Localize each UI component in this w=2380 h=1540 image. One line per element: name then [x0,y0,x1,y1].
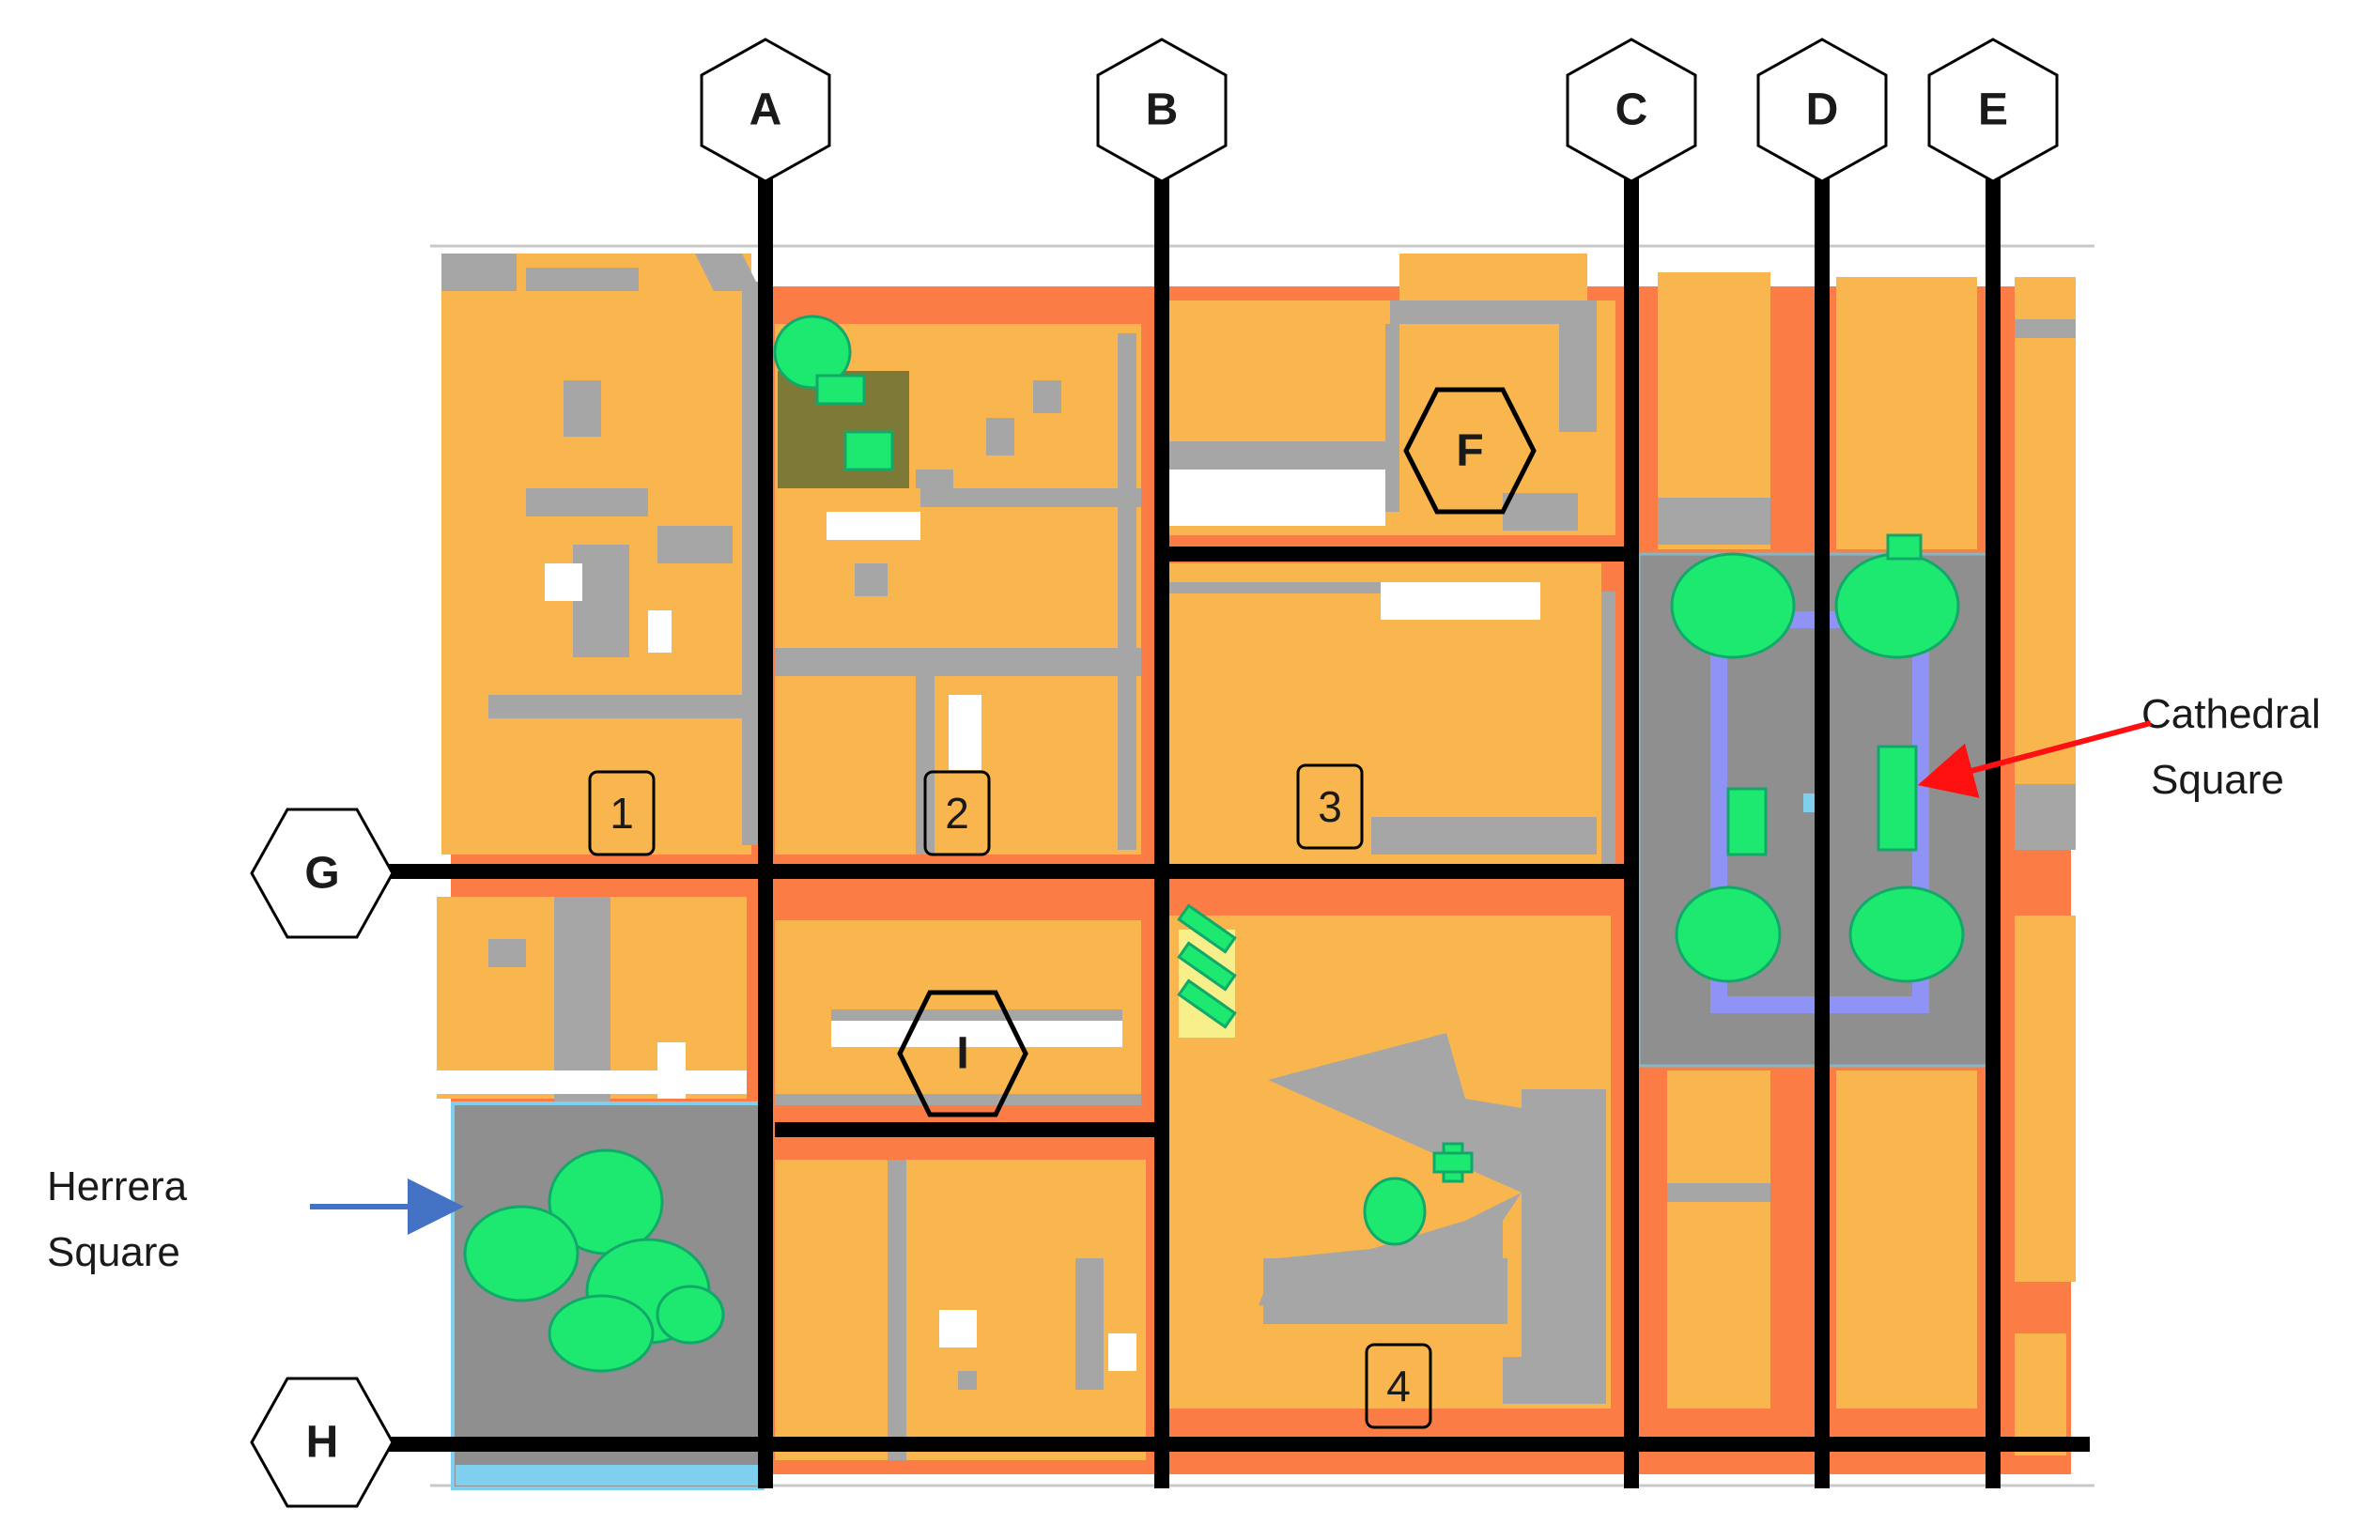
axis-label-e: E [1927,38,2059,183]
axis-label-h: H [250,1377,394,1508]
cathedral-pointer-arrow [1917,720,2152,798]
svg-text:Cathedral: Cathedral [2141,691,2321,737]
svg-text:B: B [1146,85,1179,135]
block-label-2: 2 [923,770,991,856]
block-2-buildings [775,324,1141,855]
svg-text:D: D [1806,85,1839,135]
svg-text:I: I [956,1029,968,1079]
herrera-square [451,1101,765,1490]
block-4-buildings [1169,903,1611,1409]
cathedral-square-annotation: Cathedral Square [1917,691,2321,803]
svg-text:A: A [750,85,782,135]
cathedral-trees [1670,533,1965,983]
axis-label-a: A [700,38,831,183]
svg-text:E: E [1978,85,2008,135]
block-2-trees [773,315,894,471]
axis-label-g: G [250,808,394,939]
svg-text:H: H [306,1418,339,1468]
block-1-buildings [441,254,761,855]
block-label-4: 4 [1365,1343,1432,1429]
axis-label-c: C [1566,38,1697,183]
svg-text:4: 4 [1386,1362,1411,1410]
axis-lines [383,169,2090,1488]
axis-label-d: D [1756,38,1888,183]
svg-text:C: C [1615,85,1648,135]
herrera-square-annotation: Herrera Square [47,1163,464,1275]
block-3-buildings [1169,563,1615,864]
herrera-trees [463,1148,725,1373]
block-label-1: 1 [588,770,656,856]
svg-text:Square: Square [2151,757,2284,803]
svg-text:Square: Square [47,1229,180,1275]
block-i-buildings [775,920,1141,1105]
block-4-trees [1177,903,1474,1246]
svg-text:2: 2 [945,789,969,838]
block-bottom-center-buildings [775,1160,1146,1460]
block-label-3: 3 [1296,763,1364,850]
axis-label-b: B [1096,38,1228,183]
svg-text:3: 3 [1318,782,1342,831]
svg-text:F: F [1456,426,1483,476]
svg-text:Herrera: Herrera [47,1163,188,1209]
block-left-middle-buildings [437,897,747,1103]
marker-f: F [1403,387,1537,515]
svg-text:1: 1 [610,789,634,838]
marker-i: I [897,990,1028,1117]
svg-text:G: G [304,849,339,899]
right-column-buildings [1658,272,2076,1455]
block-f-buildings [1169,254,1615,535]
